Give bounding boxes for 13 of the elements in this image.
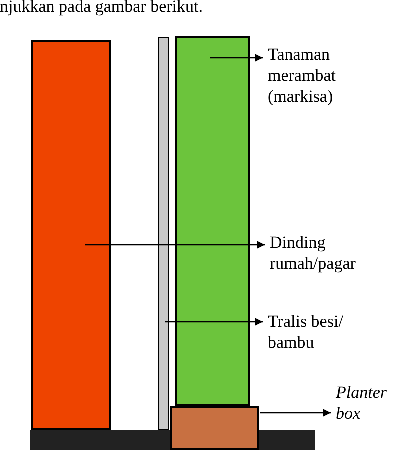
vine-plant-block [175, 36, 250, 406]
planter-box [170, 406, 259, 450]
trellis-bar [158, 37, 169, 430]
leader-arrow [85, 241, 265, 249]
leader-arrow [210, 54, 263, 62]
leader-arrow [260, 409, 331, 417]
wall-block [31, 40, 111, 430]
callout-text: Tanaman merambat (markisa) [268, 44, 337, 107]
callout-text: Tralis besi/ bambu [268, 311, 344, 353]
leader-arrow [165, 318, 263, 326]
caption-text: njukkan pada gambar berikut. [0, 0, 203, 17]
callout-text: Planter box [336, 382, 388, 424]
callout-text: Dinding rumah/pagar [270, 232, 357, 274]
